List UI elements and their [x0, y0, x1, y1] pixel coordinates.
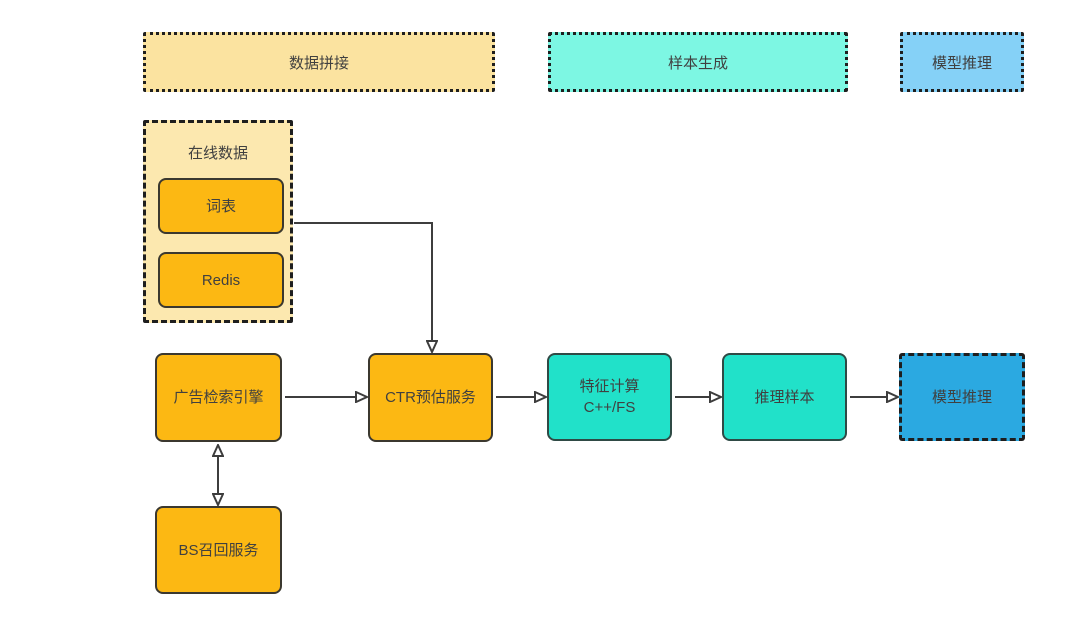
node-bs-recall-service: BS召回服务 — [155, 506, 282, 594]
node-feature-calc: 特征计算 C++/FS — [547, 353, 672, 441]
lane-model-infer-label: 模型推理 — [931, 54, 992, 72]
lane-data-join-label: 数据拼接 — [288, 54, 349, 72]
online-data-group: 在线数据 词表 Redis — [143, 120, 293, 323]
node-redis: Redis — [158, 252, 284, 308]
node-model-inference: 模型推理 — [899, 353, 1025, 441]
node-model-inference-label: 模型推理 — [931, 388, 992, 406]
node-feature-calc-line1: 特征计算 — [579, 378, 640, 395]
node-bs-recall-service-label: BS召回服务 — [178, 541, 259, 559]
node-ctr-service-label: CTR预估服务 — [385, 389, 476, 406]
lane-sample-gen-label: 样本生成 — [667, 54, 728, 72]
online-data-group-title: 在线数据 — [187, 145, 248, 162]
node-redis-label: Redis — [201, 271, 241, 289]
node-ctr-service: CTR预估服务 — [368, 353, 493, 442]
node-inference-sample: 推理样本 — [722, 353, 847, 441]
node-vocab: 词表 — [158, 178, 284, 234]
node-ad-retrieval-engine-label: 广告检索引擎 — [173, 389, 264, 406]
node-feature-calc-line2: C++/FS — [583, 399, 636, 416]
lane-sample-gen: 样本生成 — [548, 32, 848, 92]
node-inference-sample-label: 推理样本 — [754, 388, 815, 406]
node-vocab-label: 词表 — [205, 197, 236, 215]
lane-data-join: 数据拼接 — [143, 32, 495, 92]
lane-model-infer: 模型推理 — [900, 32, 1024, 92]
node-ad-retrieval-engine: 广告检索引擎 — [155, 353, 282, 442]
connector-vocab-to-ctr — [294, 222, 432, 341]
